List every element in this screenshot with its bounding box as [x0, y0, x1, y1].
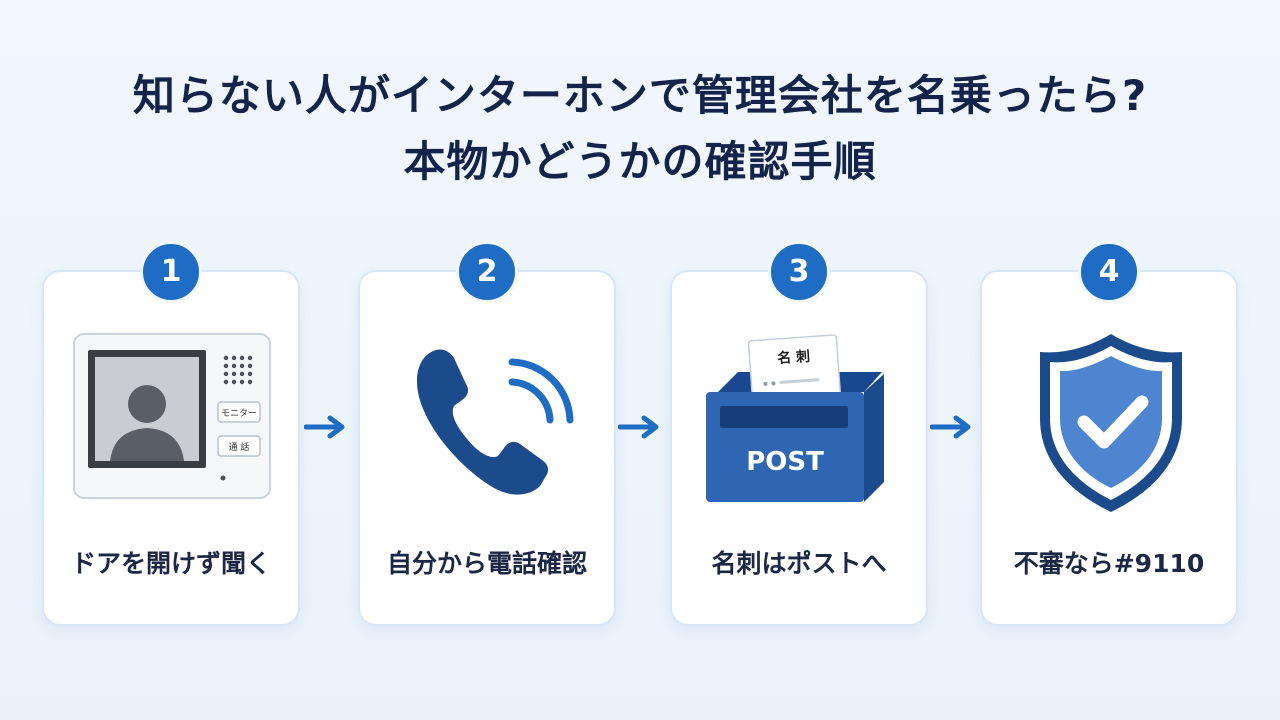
page-title-line2: 本物かどうかの確認手順: [403, 137, 877, 186]
postbox-icon: 名 刺 POST: [706, 334, 884, 502]
phone-icon: [416, 349, 574, 495]
post-label: POST: [746, 447, 824, 477]
intercom-icon: モニター 通 話: [73, 333, 271, 499]
talk-label: 通 話: [229, 441, 250, 453]
step-card-4: 不審なら#9110: [980, 270, 1238, 626]
step-caption-1: ドアを開けず聞く: [70, 549, 271, 578]
monitor-button[interactable]: [217, 401, 261, 423]
step-badge-2: 2: [456, 241, 518, 303]
monitor-label: モニター: [221, 408, 257, 419]
step-card-3: 名 刺 POST 名刺はポストへ: [670, 270, 928, 626]
step-caption-3: 名刺はポストへ: [711, 549, 887, 578]
step-caption-2: 自分から電話確認: [386, 549, 587, 578]
card-label: 名 刺: [777, 348, 811, 367]
arrow-right-icon: [304, 415, 345, 439]
step-badge-4: 4: [1078, 241, 1140, 303]
step-card-1: モニター 通 話 ドアを開けず聞く: [42, 270, 300, 626]
step-badge-3: 3: [768, 241, 830, 303]
page-title-line1: 知らない人がインターホンで管理会社を名乗ったら?: [132, 71, 1148, 120]
arrow-right-icon: [618, 415, 659, 439]
step-card-2: 自分から電話確認: [358, 270, 616, 626]
step-caption-4: 不審なら#9110: [1013, 549, 1205, 578]
arrow-right-icon: [930, 415, 971, 439]
shield-check-icon: [1040, 334, 1182, 512]
talk-button[interactable]: [217, 435, 261, 457]
step-badge-1: 1: [140, 241, 202, 303]
